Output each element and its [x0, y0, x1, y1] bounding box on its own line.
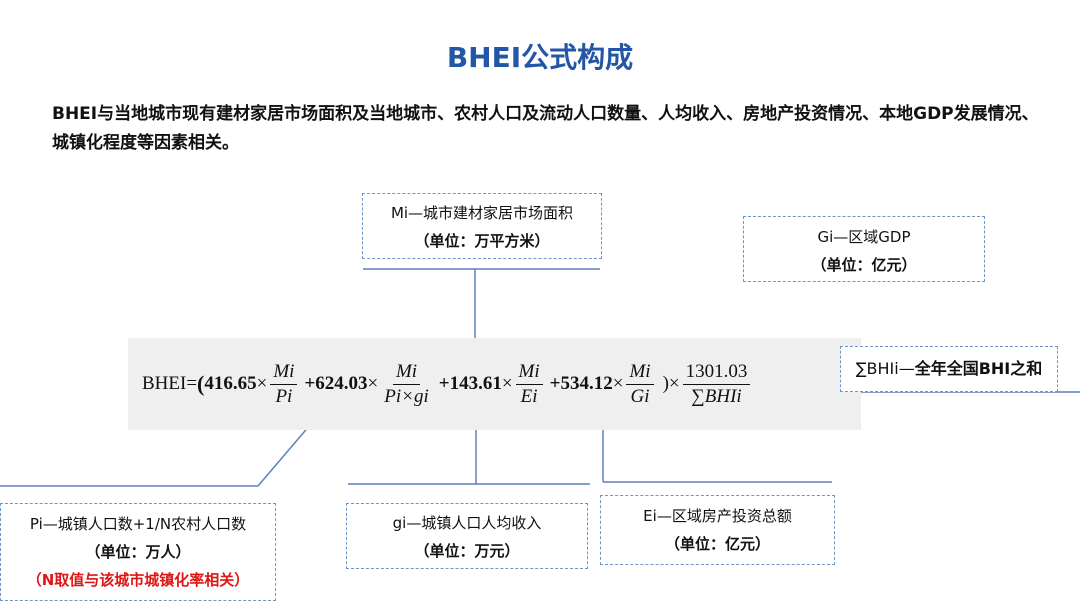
bhei-formula: BHEI= ( 416.65 × Mi Pi +624.03 × Mi Pi×g…: [142, 338, 753, 430]
coefficient-4: +534.12: [549, 373, 613, 394]
fraction-scale: 1301.03 ∑BHIi: [682, 361, 751, 408]
page-title: BHEI公式构成: [446, 41, 634, 74]
fraction-mi-gi: Mi Gi: [626, 361, 654, 408]
formula-close-paren: )×: [662, 373, 680, 394]
sum-definition-prefix: ∑BHIi—: [855, 359, 915, 378]
fraction-numerator: Mi: [270, 361, 298, 385]
ei-definition-box: Ei—区域房产投资总额 （单位：亿元）: [600, 495, 835, 565]
gi-definition-box: gi—城镇人口人均收入 （单位：万元）: [346, 503, 588, 569]
sum-definition-text: 全年全国BHI之和: [914, 359, 1043, 378]
fraction-denominator: ∑BHIi: [691, 385, 742, 407]
times-sign-2: ×: [367, 373, 379, 394]
fraction-denominator: Pi×gi: [384, 385, 429, 407]
gi-unit-label: （单位：万元）: [414, 542, 520, 560]
fraction-numerator: Mi: [515, 361, 543, 385]
fraction-mi-pigi: Mi Pi×gi: [381, 361, 432, 408]
times-sign-3: ×: [501, 373, 513, 394]
fraction-denominator: Gi: [630, 385, 650, 407]
mi-definition-label: Mi—城市建材家居市场面积: [390, 204, 574, 222]
description-text: BHEI与当地城市现有建材家居市场面积及当地城市、农村人口及流动人口数量、人均收…: [52, 104, 1039, 153]
formula-open-paren: (: [197, 371, 205, 396]
fraction-mi-ei: Mi Ei: [515, 361, 543, 408]
coefficient-1: 416.65: [204, 373, 257, 394]
times-sign-1: ×: [256, 373, 268, 394]
pi-unit-label: （单位：万人）: [85, 543, 191, 561]
gdp-unit-label: （单位：亿元）: [811, 256, 917, 274]
mi-definition-box: Mi—城市建材家居市场面积 （单位：万平方米）: [362, 193, 602, 259]
fraction-numerator: Mi: [392, 361, 421, 385]
pi-note-label: （N取值与该城市城镇化率相关）: [26, 571, 250, 589]
pi-definition-box: Pi—城镇人口数+1/N农村人口数 （单位：万人） （N取值与该城市城镇化率相关…: [0, 503, 276, 601]
fraction-denominator: Ei: [520, 385, 538, 407]
gi-definition-label: gi—城镇人口人均收入: [392, 514, 542, 532]
fraction-numerator: 1301.03: [682, 361, 751, 385]
coefficient-2: +624.03: [304, 373, 368, 394]
formula-lhs: BHEI=: [142, 373, 198, 394]
fraction-mi-pi: Mi Pi: [270, 361, 298, 408]
ei-unit-label: （单位：亿元）: [664, 535, 770, 553]
ei-definition-label: Ei—区域房产投资总额: [643, 507, 792, 525]
fraction-denominator: Pi: [275, 385, 293, 407]
coefficient-3: +143.61: [438, 373, 502, 394]
gdp-definition-box: Gi—区域GDP （单位：亿元）: [743, 216, 985, 282]
mi-unit-label: （单位：万平方米）: [414, 232, 550, 250]
times-sign-4: ×: [612, 373, 624, 394]
sum-definition-box: ∑BHIi—全年全国BHI之和: [840, 346, 1058, 392]
fraction-numerator: Mi: [626, 361, 654, 385]
gdp-definition-label: Gi—区域GDP: [817, 228, 911, 246]
bhei-formula-panel: BHEI= ( 416.65 × Mi Pi +624.03 × Mi Pi×g…: [128, 338, 861, 430]
pi-definition-label: Pi—城镇人口数+1/N农村人口数: [29, 515, 247, 533]
